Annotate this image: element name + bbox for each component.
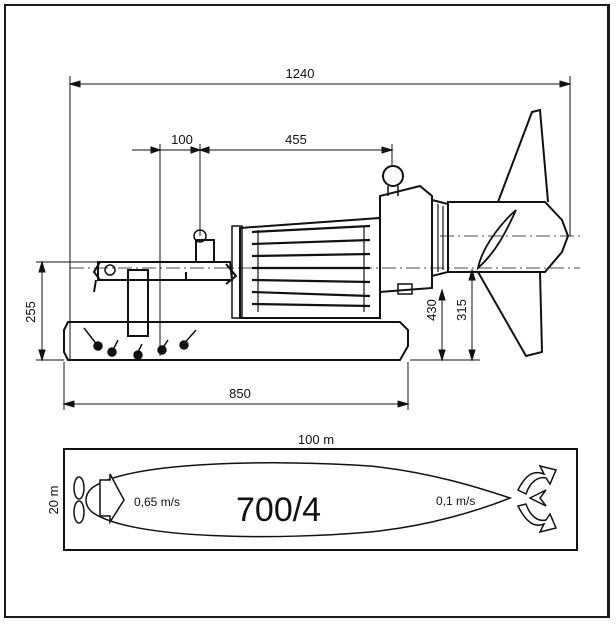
arm-pin [104, 264, 116, 276]
tank-width-label: 20 m [46, 486, 61, 515]
propeller-blade-top [497, 108, 549, 203]
dim-height-left: 255 [23, 301, 38, 323]
speed-near-label: 0,65 m/s [134, 495, 180, 509]
mixer-propeller-icon [73, 476, 85, 524]
dim-base-length: 850 [229, 386, 251, 401]
flange-detail [437, 204, 444, 272]
gearbox-flange [431, 198, 449, 278]
base-bolts [83, 327, 197, 360]
lifting-eye-stem [387, 186, 399, 196]
dim-height-prop: 315 [454, 299, 469, 321]
lifting-eye [382, 165, 404, 187]
drain-plug [397, 283, 413, 295]
outflow-arrow-icon [99, 473, 125, 525]
motor-housing [239, 216, 381, 319]
dim-offset-small: 100 [171, 132, 193, 147]
dim-height-motor: 430 [424, 299, 439, 321]
gearbox [379, 184, 433, 294]
mounting-post [127, 269, 149, 337]
dim-offset-large: 455 [285, 132, 307, 147]
speed-far-label: 0,1 m/s [436, 494, 475, 508]
guide-arm [97, 261, 234, 281]
dim-overall-length: 1240 [286, 66, 315, 81]
dimension-labels: 1240 100 455 850 255 430 315 [23, 66, 469, 401]
mixer-side-view [63, 108, 580, 361]
propeller-hub [447, 201, 570, 273]
arm-hook [92, 261, 101, 293]
tank-outline [63, 448, 578, 551]
tank-length-label: 100 m [298, 432, 334, 447]
return-flow-arrows-icon [516, 464, 558, 534]
motor-end-cap [231, 225, 243, 319]
arm-clamp [225, 263, 238, 285]
propeller-blade-bottom [477, 271, 544, 358]
flow-diagram: 100 m 20 m 0,65 m/s 700/4 0,1 m/s [46, 432, 578, 551]
drawing-frame [4, 4, 610, 618]
dimension-lines [36, 76, 572, 410]
arm-bracket [185, 239, 215, 280]
model-label: 700/4 [236, 491, 321, 529]
propeller-blade-front [476, 209, 517, 271]
motor-fins [251, 224, 371, 312]
base-plate [63, 321, 409, 361]
